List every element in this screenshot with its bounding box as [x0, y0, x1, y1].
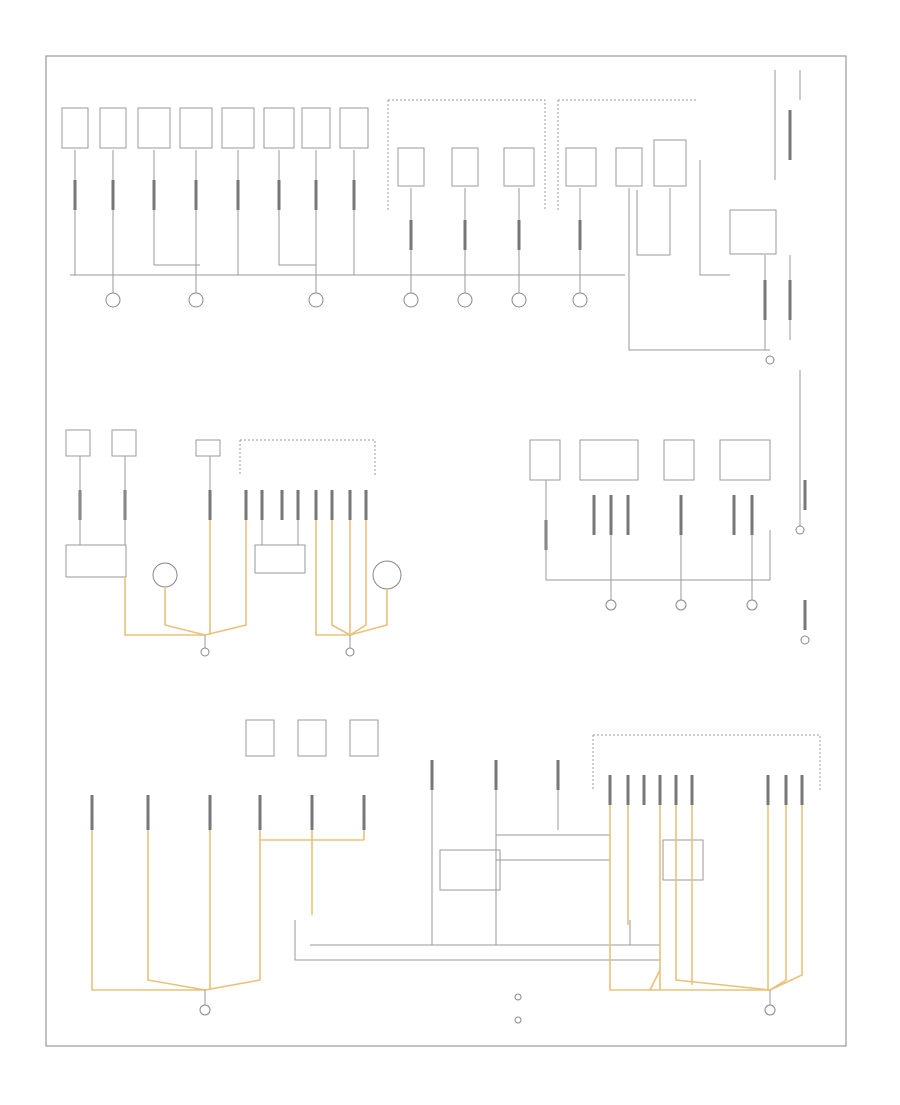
top-section [61, 70, 801, 365]
top-wires [70, 110, 792, 351]
top-components [61, 70, 801, 255]
top-grounds [105, 275, 775, 365]
bottom-section [90, 719, 821, 1024]
middle-left-section [65, 429, 402, 657]
middle-right-section [529, 370, 810, 645]
diagram-border [45, 55, 847, 1047]
